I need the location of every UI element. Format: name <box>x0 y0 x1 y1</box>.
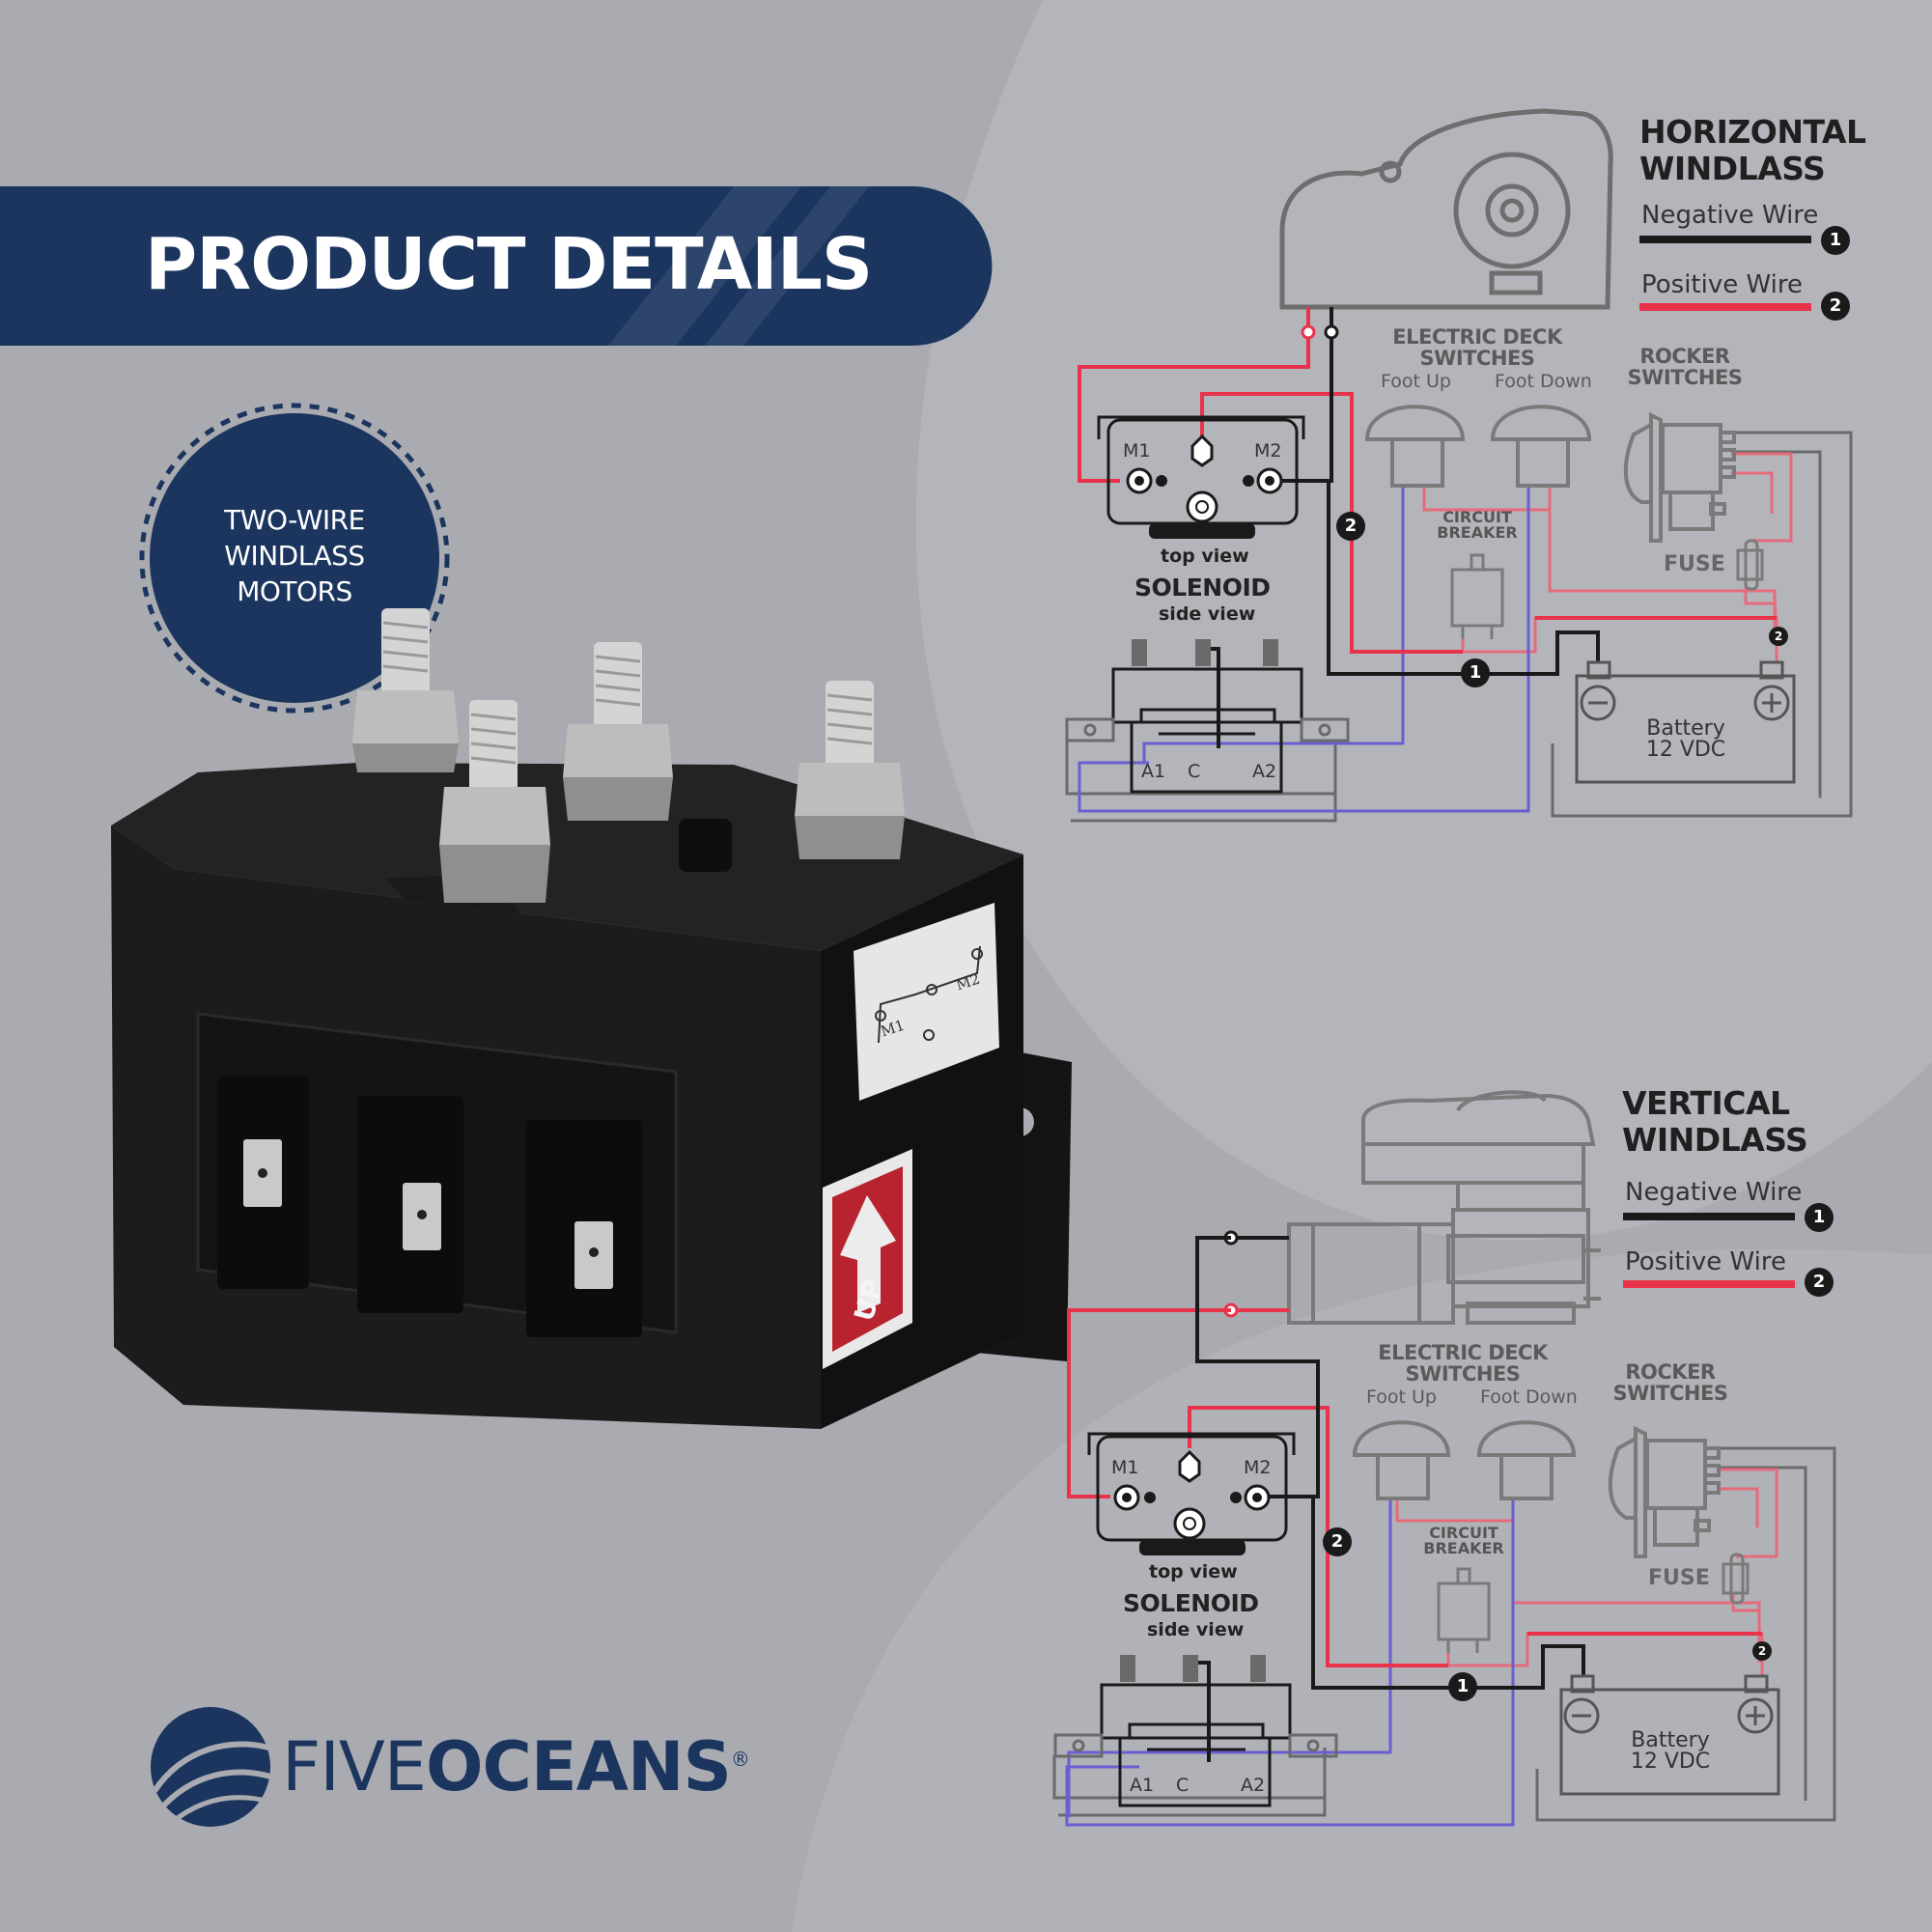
horizontal-solenoid-c: C <box>1188 761 1201 782</box>
vertical-cb-line-1: CIRCUIT <box>1429 1524 1498 1542</box>
brand-logo-mark <box>151 1707 271 1827</box>
vertical-solenoid-a2: A2 <box>1241 1775 1266 1796</box>
badge-line-1: TWO-WIRE <box>224 504 365 536</box>
horizontal-legend-negative: Negative Wire <box>1641 201 1819 230</box>
badge-circle <box>150 413 439 703</box>
horizontal-foot-down-label: Foot Down <box>1495 371 1592 392</box>
brand-name: FIVEOCEANS® <box>282 1727 750 1806</box>
badge-dashed-ring <box>139 403 450 714</box>
horizontal-title-line-2: WINDLASS <box>1639 150 1826 187</box>
horizontal-rocker-line-2: SWITCHES <box>1627 366 1743 389</box>
horizontal-deck-switches-label: ELECTRIC DECK SWITCHES <box>1381 326 1574 369</box>
badge-text: TWO-WIRE WINDLASS MOTORS <box>179 502 410 609</box>
vertical-foot-down-label: Foot Down <box>1480 1386 1578 1408</box>
horizontal-deck-switches-line-1: ELECTRIC DECK <box>1392 325 1562 349</box>
badge-line-3: MOTORS <box>237 575 352 607</box>
vertical-deck-switches-line-2: SWITCHES <box>1405 1362 1521 1386</box>
vertical-legend-positive-badge: 2 <box>1805 1268 1834 1297</box>
background-sweep-lower <box>792 1248 1932 1932</box>
horizontal-title: HORIZONTAL WINDLASS <box>1639 113 1866 187</box>
horizontal-solenoid-m2: M2 <box>1254 440 1282 462</box>
solenoid-product-photo <box>111 608 1072 1429</box>
horizontal-rocker-switches-label: ROCKER SWITCHES <box>1622 346 1748 388</box>
vertical-rocker-line-2: SWITCHES <box>1612 1382 1728 1405</box>
vertical-legend-negative-badge: 1 <box>1805 1203 1834 1232</box>
vertical-windlass-diagram <box>1052 1090 1836 1827</box>
horizontal-solenoid-name: SOLENOID <box>1134 574 1271 602</box>
horizontal-battery-label: Battery 12 VDC <box>1589 718 1782 761</box>
vertical-positive-marker: 2 <box>1323 1527 1352 1556</box>
vertical-circuit-breaker-label: CIRCUIT BREAKER <box>1415 1526 1512 1556</box>
vertical-solenoid-side-view: side view <box>1147 1619 1245 1640</box>
brand-trademark: ® <box>730 1748 750 1771</box>
horizontal-fuse-label: FUSE <box>1664 552 1725 576</box>
horizontal-solenoid-side-view: side view <box>1159 603 1256 625</box>
vertical-negative-marker: 1 <box>1448 1672 1477 1701</box>
horizontal-solenoid-a1: A1 <box>1141 761 1166 782</box>
horizontal-legend-positive-badge: 2 <box>1821 292 1850 321</box>
vertical-solenoid-name: SOLENOID <box>1123 1589 1259 1617</box>
horizontal-solenoid-a2: A2 <box>1252 761 1277 782</box>
vertical-rocker-switches-label: ROCKER SWITCHES <box>1608 1361 1733 1404</box>
vertical-battery-line-2: 12 VDC <box>1630 1750 1711 1774</box>
vertical-foot-up-label: Foot Up <box>1366 1386 1437 1408</box>
vertical-rocker-line-1: ROCKER <box>1625 1360 1716 1384</box>
banner-shape <box>0 186 993 346</box>
vertical-solenoid-m2: M2 <box>1244 1457 1272 1478</box>
horizontal-legend-positive: Positive Wire <box>1641 270 1803 299</box>
vertical-battery-label: Battery 12 VDC <box>1574 1730 1767 1773</box>
horizontal-cb-line-1: CIRCUIT <box>1442 508 1512 526</box>
vertical-title: VERTICAL WINDLASS <box>1622 1084 1808 1159</box>
horizontal-cb-line-2: BREAKER <box>1437 523 1518 542</box>
vertical-battery-line-1: Battery <box>1631 1728 1710 1752</box>
horizontal-solenoid-top-view: top view <box>1161 546 1249 567</box>
horizontal-battery-line-1: Battery <box>1646 716 1725 741</box>
banner-stripes <box>608 186 869 346</box>
brand-name-light: FIVE <box>282 1727 427 1806</box>
horizontal-windlass-diagram <box>1065 108 1853 823</box>
vertical-title-line-1: VERTICAL <box>1622 1084 1790 1122</box>
vertical-fuse-label: FUSE <box>1648 1566 1710 1590</box>
vertical-title-line-2: WINDLASS <box>1622 1121 1808 1159</box>
vertical-solenoid-m1: M1 <box>1111 1457 1139 1478</box>
horizontal-small-marker: 2 <box>1769 627 1788 646</box>
horizontal-circuit-breaker-label: CIRCUIT BREAKER <box>1429 510 1526 541</box>
vertical-deck-switches-label: ELECTRIC DECK SWITCHES <box>1366 1342 1559 1385</box>
badge-line-2: WINDLASS <box>224 540 365 572</box>
horizontal-title-line-1: HORIZONTAL <box>1639 113 1866 151</box>
horizontal-solenoid-m1: M1 <box>1123 440 1151 462</box>
brand-name-bold: OCEANS <box>426 1727 732 1806</box>
vertical-legend-negative: Negative Wire <box>1625 1178 1803 1207</box>
banner-title: PRODUCT DETAILS <box>145 223 873 306</box>
horizontal-negative-marker: 1 <box>1461 658 1490 687</box>
vertical-deck-switches-line-1: ELECTRIC DECK <box>1378 1341 1548 1364</box>
vertical-legend-positive: Positive Wire <box>1625 1247 1786 1276</box>
horizontal-deck-switches-line-2: SWITCHES <box>1419 347 1535 370</box>
vertical-solenoid-c: C <box>1176 1775 1190 1796</box>
vertical-cb-line-2: BREAKER <box>1423 1539 1504 1557</box>
horizontal-rocker-line-1: ROCKER <box>1639 345 1730 368</box>
vertical-solenoid-a1: A1 <box>1130 1775 1155 1796</box>
horizontal-battery-line-2: 12 VDC <box>1645 738 1726 762</box>
vertical-small-marker: 2 <box>1752 1641 1772 1661</box>
horizontal-legend-negative-badge: 1 <box>1821 226 1850 255</box>
horizontal-positive-marker: 2 <box>1336 512 1365 541</box>
horizontal-foot-up-label: Foot Up <box>1381 371 1451 392</box>
vertical-solenoid-top-view: top view <box>1149 1561 1238 1582</box>
